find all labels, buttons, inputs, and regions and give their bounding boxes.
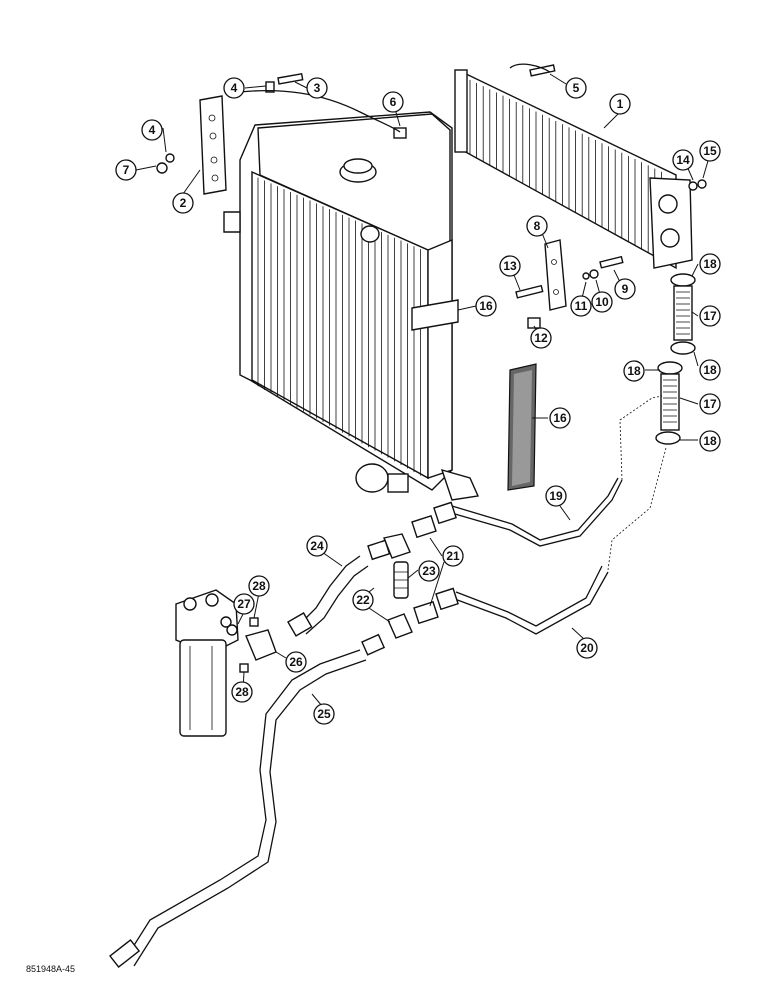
callout-28a: 28 [248,575,270,597]
callout-label: 18 [703,434,717,448]
callout-label: 7 [123,163,130,177]
callout-label: 18 [703,257,717,271]
callout-16a: 16 [475,295,497,317]
bracket-2 [199,95,227,195]
callout-19: 19 [545,485,567,507]
tube-25 [125,649,361,959]
callout-label: 16 [479,299,493,313]
callout-label: 19 [549,489,563,503]
callout-label: 2 [180,196,187,210]
callout-2: 2 [172,192,194,214]
callout-4a: 4 [223,77,245,99]
callout-label: 14 [676,153,690,167]
callout-18a: 18 [699,253,721,275]
radiator [223,111,480,501]
callout-26: 26 [285,651,307,673]
callout-17b: 17 [699,393,721,415]
callout-label: 25 [317,707,331,721]
callout-22: 22 [352,589,374,611]
callout-label: 6 [390,95,397,109]
hoses [655,273,696,445]
callout-label: 5 [573,81,580,95]
callout-label: 8 [534,219,541,233]
callout-label: 16 [553,411,567,425]
callout-label: 3 [314,81,321,95]
leader-lines [135,73,711,707]
callout-17a: 17 [699,305,721,327]
callout-27: 27 [233,593,255,615]
callout-label: 21 [446,549,460,563]
oil-filter [175,589,239,737]
callout-20: 20 [576,637,598,659]
callout-24: 24 [306,535,328,557]
callout-label: 13 [503,259,517,273]
fasteners [156,64,707,329]
callout-18c: 18 [623,360,645,382]
hose-24 [299,555,361,625]
tube-19 [447,479,623,547]
tube-20 [451,571,609,635]
callout-label: 12 [534,331,548,345]
callout-15: 15 [699,140,721,162]
callout-10: 10 [591,291,613,313]
callout-label: 26 [289,655,303,669]
callout-28b: 28 [231,681,253,703]
callout-16b: 16 [549,407,571,429]
callout-1: 1 [609,93,631,115]
callout-label: 17 [703,397,717,411]
callout-18d: 18 [699,430,721,452]
callout-5: 5 [565,77,587,99]
callout-label: 9 [622,282,629,296]
callout-3: 3 [306,77,328,99]
callout-label: 18 [627,364,641,378]
drawing-number: 851948A-45 [26,964,76,974]
callout-13: 13 [499,255,521,277]
callout-label: 4 [231,81,238,95]
bracket-8 [544,239,567,311]
callout-9: 9 [614,278,636,300]
callout-12: 12 [530,327,552,349]
callout-4b: 4 [141,119,163,141]
callout-7: 7 [115,159,137,181]
callout-23: 23 [418,560,440,582]
fittings [361,501,459,656]
callout-11: 11 [570,295,592,317]
callout-label: 24 [310,539,324,553]
callout-25: 25 [313,703,335,725]
callout-8: 8 [526,215,548,237]
callout-label: 27 [237,597,251,611]
callout-label: 23 [422,564,436,578]
callout-label: 18 [703,363,717,377]
callout-label: 10 [595,295,609,309]
callout-label: 15 [703,144,717,158]
callout-14: 14 [672,149,694,171]
callout-label: 22 [356,593,370,607]
o-ring [226,624,238,636]
callout-6: 6 [382,91,404,113]
callout-label: 28 [235,685,249,699]
callout-21a: 21 [442,545,464,567]
callout-label: 28 [252,579,266,593]
callout-label: 20 [580,641,594,655]
callout-label: 11 [575,299,588,313]
callout-18b: 18 [699,359,721,381]
callout-label: 1 [617,97,624,111]
callout-label: 17 [703,309,717,323]
elbow-fitting [245,629,277,661]
callout-label: 4 [149,123,156,137]
oil-cooler [454,69,693,270]
